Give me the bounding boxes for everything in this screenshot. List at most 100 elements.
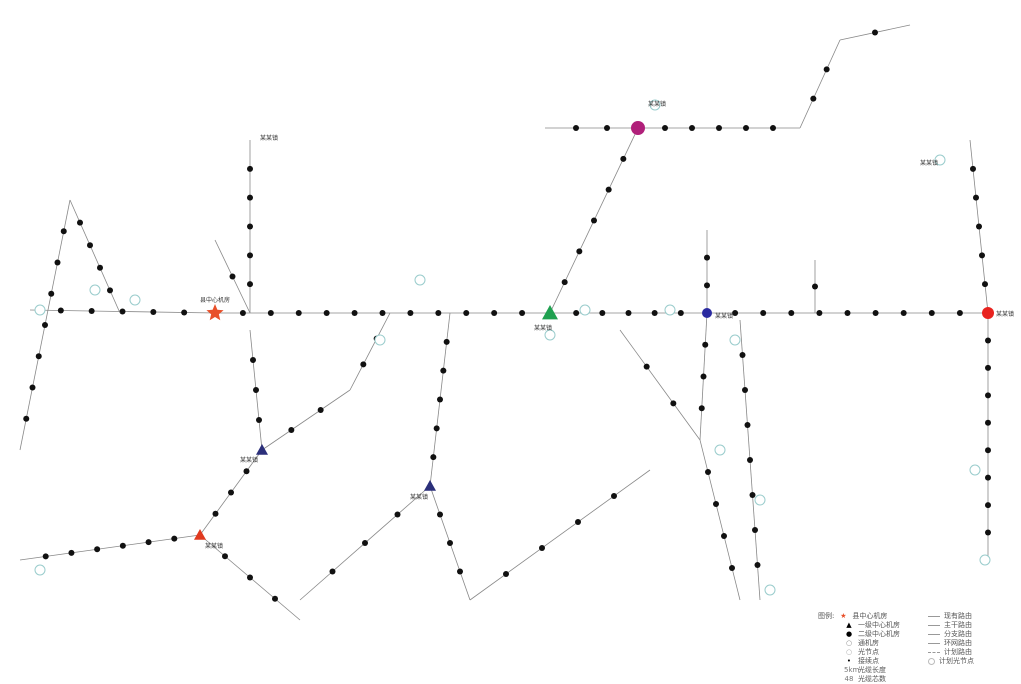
- legend-item: 图例:★县中心机房: [818, 612, 900, 621]
- legend-label: 二级中心机房: [858, 630, 900, 638]
- legend-symbol-icon: 5km: [844, 666, 860, 674]
- splice-point: [742, 387, 748, 393]
- legend-route: 环网路由: [928, 639, 974, 648]
- splice-point: [256, 417, 262, 423]
- level1-center-triangle-icon: [542, 305, 558, 320]
- splice-point: [704, 282, 710, 289]
- splice-point: [900, 310, 907, 316]
- legend-route: 主干路由: [928, 621, 974, 630]
- splice-point: [985, 447, 991, 454]
- splice-point: [928, 310, 935, 316]
- splice-point: [747, 457, 753, 463]
- level2-label: 某某镇: [715, 312, 733, 320]
- optical-node: [979, 554, 991, 566]
- route-line-icon: [928, 616, 940, 617]
- splice-point: [770, 125, 776, 131]
- splice-point: [677, 310, 684, 316]
- legend-title: 图例:: [818, 612, 835, 620]
- splice-point: [394, 511, 401, 518]
- route-line-icon: [928, 658, 935, 665]
- optical-node: [934, 154, 946, 166]
- splice-point: [362, 540, 368, 546]
- splice-point: [985, 392, 991, 399]
- level1-label: 某某镇: [410, 493, 428, 501]
- splice-point: [729, 565, 735, 571]
- splice-point: [605, 186, 612, 193]
- legend-label: 光缆长度: [858, 666, 886, 674]
- optical-node: [129, 294, 141, 306]
- legend-label: 接续点: [858, 657, 879, 665]
- splice-point: [539, 545, 545, 551]
- county-center-star-icon: [206, 304, 224, 321]
- splice-point: [87, 242, 93, 249]
- optical-node: [764, 584, 776, 596]
- legend-symbol-icon: ●: [845, 630, 853, 638]
- splice-point: [754, 562, 761, 568]
- splice-point: [443, 338, 450, 345]
- level2-center-purple: [631, 121, 645, 135]
- legend-route: 计划光节点: [928, 657, 974, 666]
- splice-point: [272, 595, 278, 602]
- fiber-route: [799, 39, 841, 129]
- legend-item: ○光节点: [818, 648, 900, 657]
- splice-point: [247, 194, 253, 201]
- route-line-icon: [928, 643, 940, 644]
- legend-route: 分支路由: [928, 630, 974, 639]
- splice-point: [599, 310, 606, 316]
- optical-node: [414, 274, 426, 286]
- legend-symbol-icon: •: [846, 657, 852, 665]
- optical-node: [34, 564, 46, 576]
- legend-label: 环网路由: [944, 639, 972, 647]
- splice-point: [985, 502, 991, 509]
- splice-point: [844, 310, 851, 316]
- splice-point: [42, 553, 49, 560]
- splice-point: [119, 542, 126, 549]
- splice-point: [94, 546, 101, 553]
- splice-point: [457, 568, 463, 575]
- splice-point: [379, 310, 386, 316]
- level1-label: 某某镇: [534, 324, 552, 332]
- legend-symbol-icon: ▲: [846, 621, 852, 629]
- splice-point: [247, 223, 253, 230]
- legend-symbol-icon: ○: [845, 648, 853, 656]
- splice-point: [317, 407, 324, 413]
- splice-point: [976, 223, 982, 230]
- level1-label: 某某镇: [205, 542, 223, 550]
- level2-label: 某某镇: [920, 159, 938, 167]
- splice-point: [561, 279, 568, 286]
- splice-point: [437, 396, 443, 403]
- legend-route: 现有路由: [928, 612, 974, 621]
- splice-point: [247, 281, 253, 288]
- splice-point: [591, 217, 597, 224]
- optical-node: [34, 304, 46, 316]
- splice-point: [48, 290, 55, 297]
- splice-point: [243, 468, 250, 475]
- splice-point: [704, 254, 710, 261]
- optical-node: [544, 329, 556, 341]
- legend-item: ▲一级中心机房: [818, 621, 900, 630]
- splice-point: [329, 568, 336, 575]
- legend-route: 计划路由: [928, 648, 974, 657]
- splice-point: [60, 228, 67, 235]
- legend-label: 主干路由: [944, 621, 972, 629]
- splice-point: [463, 310, 470, 316]
- splice-point: [670, 400, 677, 407]
- splice-point: [119, 308, 126, 315]
- splice-point: [985, 474, 991, 481]
- splice-point: [360, 361, 367, 368]
- optical-node: [714, 444, 726, 456]
- legend-label: 计划路由: [944, 648, 972, 656]
- splice-point: [433, 425, 440, 432]
- splice-point: [739, 352, 746, 358]
- level1-center-triangle-icon: [256, 444, 268, 455]
- legend-item: ○通机房: [818, 639, 900, 648]
- fiber-route: [469, 469, 651, 601]
- legend-symbol-icon: 48: [844, 675, 854, 683]
- legend-label: 计划光节点: [939, 657, 974, 665]
- splice-point: [604, 125, 610, 131]
- legend-label: 光缆芯数: [858, 675, 886, 683]
- level1-center-triangle-icon: [194, 529, 206, 540]
- splice-point: [229, 273, 236, 280]
- splice-point: [810, 95, 817, 102]
- legend-label: 分支路由: [944, 630, 972, 638]
